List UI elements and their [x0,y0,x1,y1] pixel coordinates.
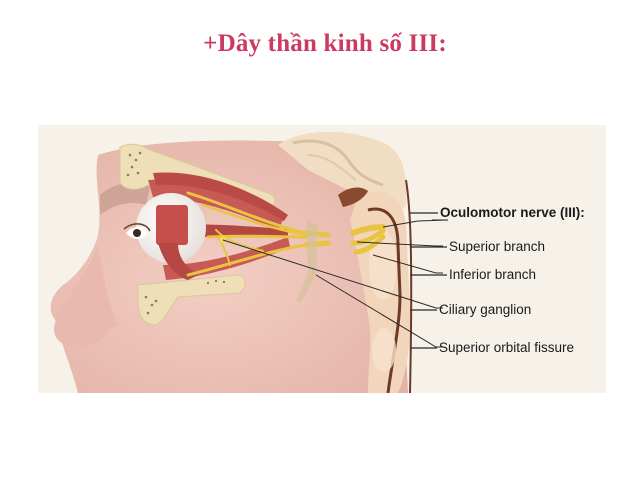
slide-title: +Dây thần kinh số III: [203,30,447,57]
label-superior-branch: Superior branch [449,239,546,254]
leader-lines [222,219,449,348]
anatomy-figure: Oculomotor nerve (III): Superior branch … [38,125,606,393]
lower-orbital-bone [137,274,246,326]
levator-muscle [153,172,288,221]
label-inferior-branch: Inferior branch [449,267,537,282]
label-ciliary-ganglion: Ciliary ganglion [439,302,532,317]
oculomotor-anatomy-illustration [50,131,449,393]
superior-orbital-fissure-shape [296,220,318,303]
label-oculomotor-nerve: Oculomotor nerve (III): [440,205,585,220]
superior-rectus-muscle [148,179,283,230]
nose [54,245,118,347]
label-superior-orbital-fissure: Superior orbital fissure [439,340,575,355]
lateral-rectus-insertion [156,205,188,245]
inferior-rectus-muscle [163,237,290,280]
